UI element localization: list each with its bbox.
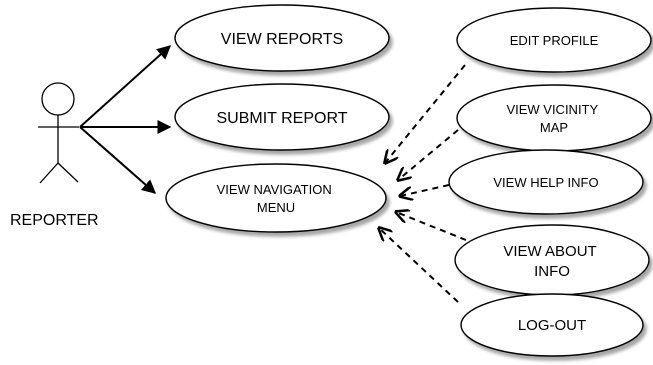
use-case-view-navigation-menu-ellipse	[165, 163, 387, 233]
use-case-edit-profile-label: EDIT PROFILE	[510, 33, 599, 48]
use-case-log-out-ellipse	[460, 293, 644, 357]
use-case-view-vicinity-map: VIEW VICINITY MAP	[456, 84, 652, 152]
actor-reporter-figure	[38, 82, 79, 184]
dependency-view-about-info	[396, 212, 467, 241]
use-case-log-out-label: LOG-OUT	[518, 317, 586, 334]
association-view-reports	[79, 45, 172, 128]
dependency-view-vicinity-map	[398, 129, 459, 180]
use-case-view-help-info-ellipse	[448, 149, 644, 215]
use-case-view-about-info-label: VIEW ABOUT INFO	[503, 243, 600, 280]
dependency-edit-profile	[385, 64, 466, 163]
use-case-submit-report: SUBMIT REPORT	[174, 83, 390, 151]
use-case-log-out: LOG-OUT	[460, 293, 644, 357]
use-case-edit-profile-ellipse	[456, 7, 652, 73]
use-case-view-vicinity-map-ellipse	[456, 84, 652, 152]
use-case-view-navigation-menu-label: VIEW NAVIGATION MENU	[217, 182, 336, 215]
actor-label: REPORTER	[10, 212, 99, 229]
actor-head	[41, 82, 75, 116]
use-case-view-reports: VIEW REPORTS	[174, 4, 390, 72]
use-case-view-navigation-menu: VIEW NAVIGATION MENU	[165, 163, 387, 233]
actor-right-leg	[57, 162, 79, 183]
use-case-view-vicinity-map-label: VIEW VICINITY MAP	[506, 102, 601, 135]
association-view-navigation-menu	[79, 126, 157, 194]
use-case-view-reports-label: VIEW REPORTS	[221, 31, 343, 48]
use-case-view-reports-ellipse	[174, 4, 390, 72]
actor-left-leg	[39, 162, 59, 184]
use-case-edit-profile: EDIT PROFILE	[456, 7, 652, 73]
use-case-view-about-info-ellipse	[454, 224, 650, 296]
use-case-view-help-info: VIEW HELP INFO	[448, 149, 644, 215]
use-case-submit-report-ellipse	[174, 83, 390, 151]
dependency-log-out	[379, 228, 459, 303]
use-case-view-about-info: VIEW ABOUT INFO	[454, 224, 650, 296]
use-case-submit-report-label: SUBMIT REPORT	[217, 110, 348, 127]
dependency-view-help-info	[400, 184, 450, 196]
use-case-view-help-info-label: VIEW HELP INFO	[493, 175, 598, 190]
